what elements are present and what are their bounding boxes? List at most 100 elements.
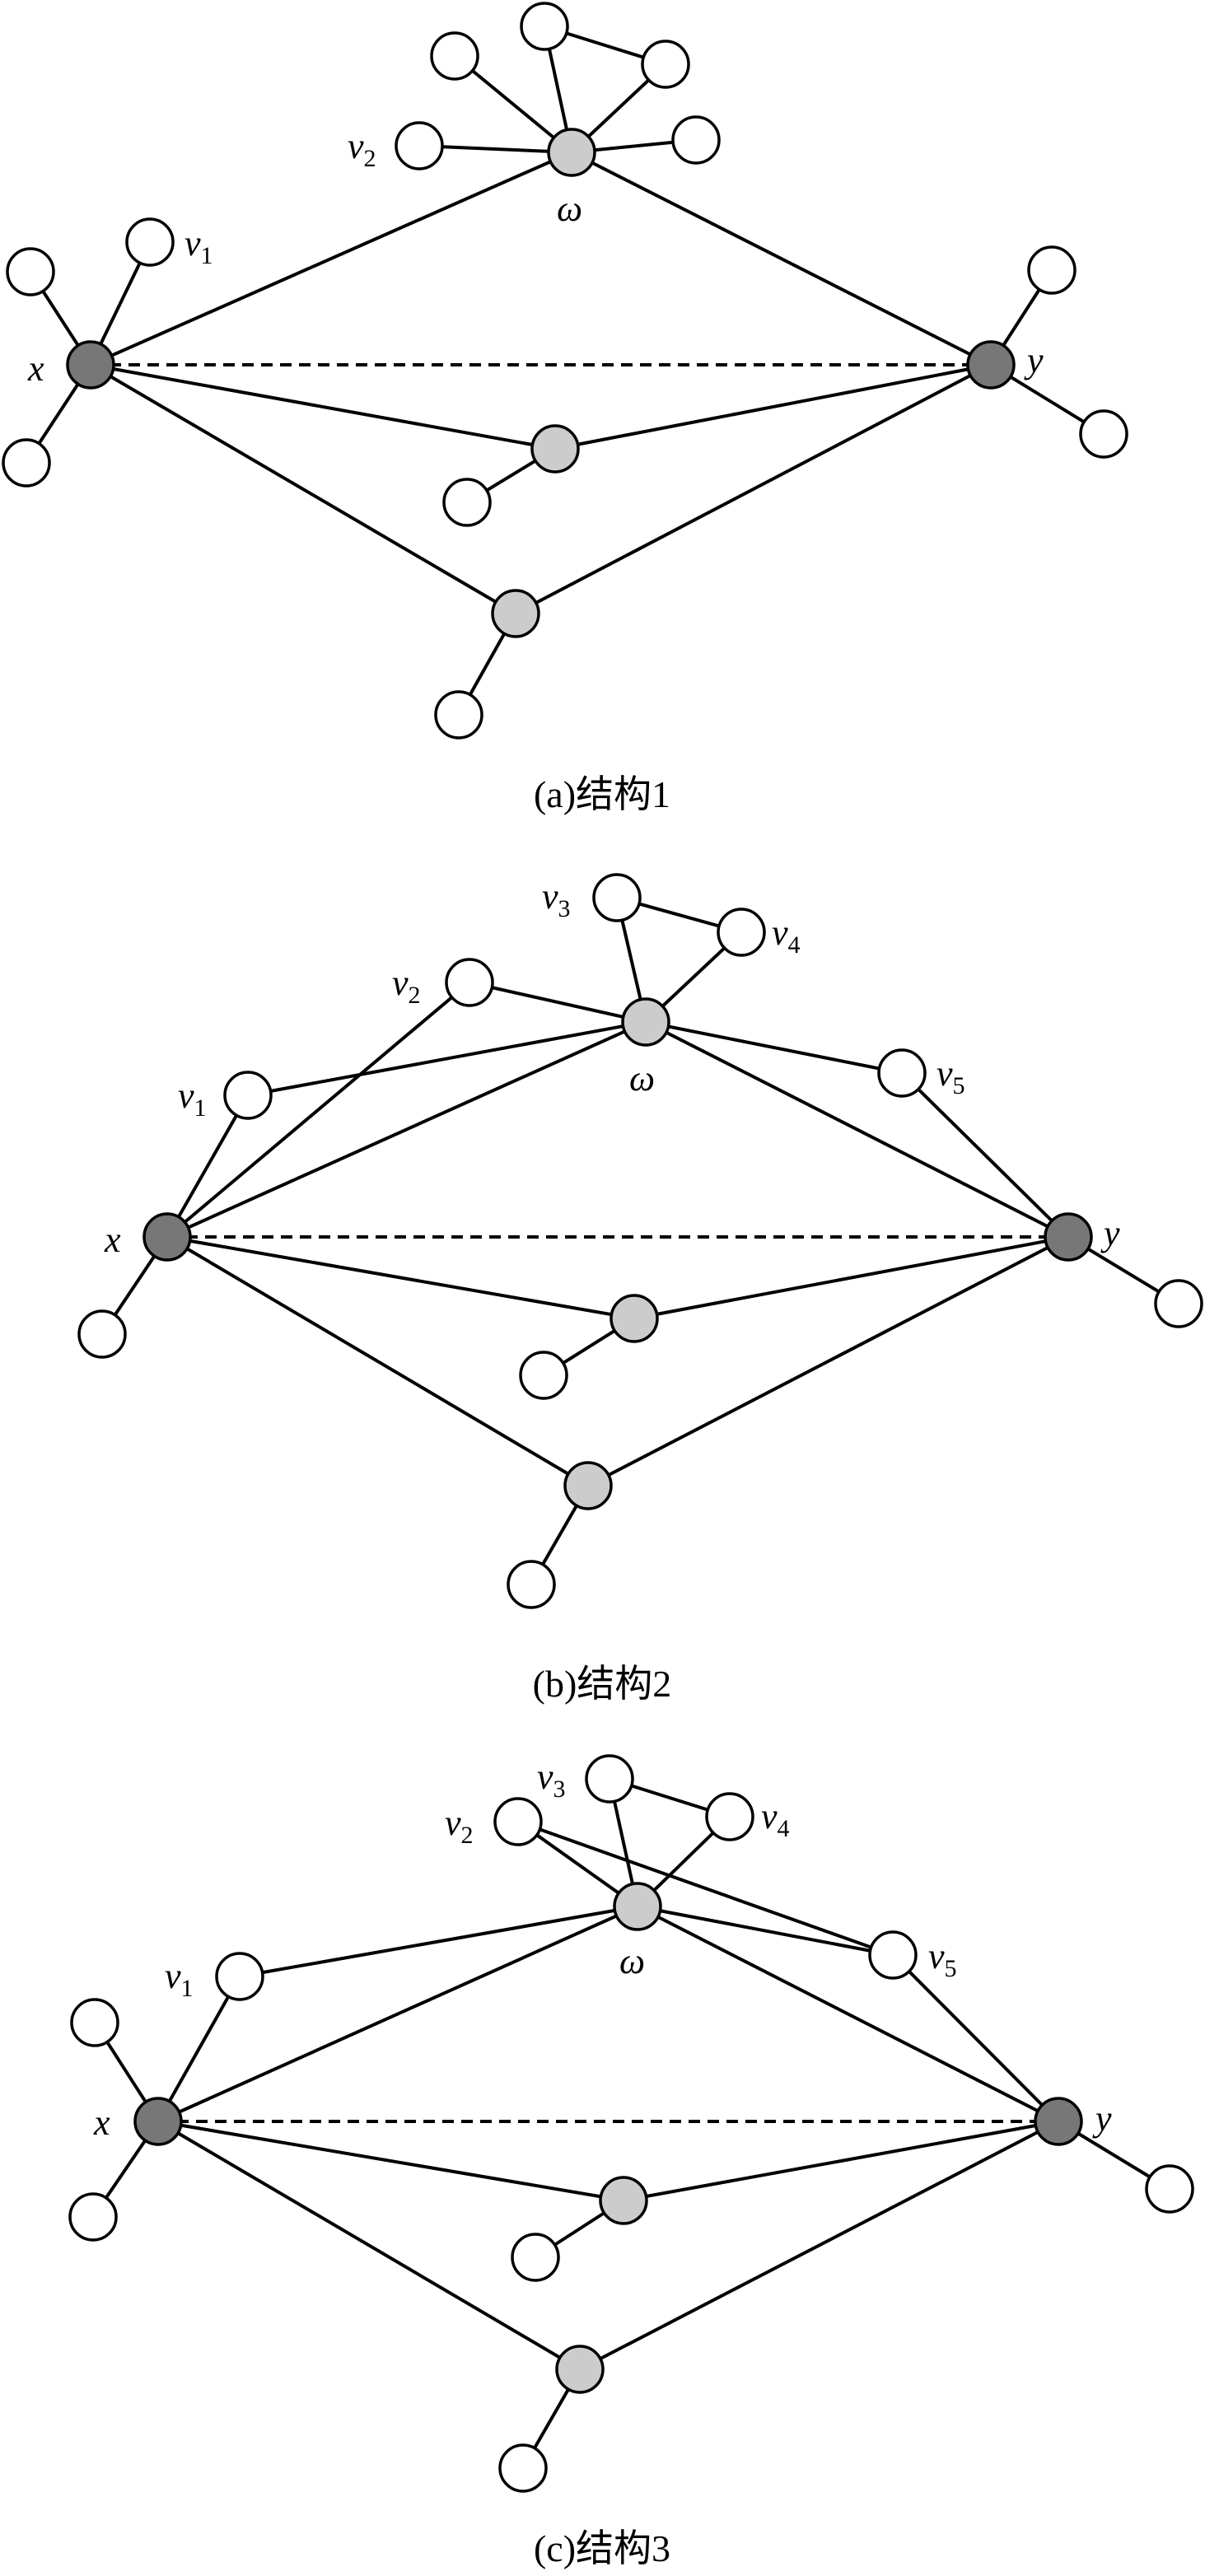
label-v5-base: v	[936, 1053, 953, 1094]
node-omega-leaf2	[520, 2, 569, 51]
node-x-leaf-bottom	[2, 438, 51, 488]
label-v2-base: v	[348, 126, 364, 166]
label-v3-sub: 3	[558, 895, 571, 922]
label-v4-sub: 4	[788, 931, 801, 959]
edge-x-omega	[166, 1020, 647, 1239]
node-v1	[215, 1952, 264, 2001]
label-omega: ω	[619, 1941, 645, 1981]
node-v5	[868, 1930, 918, 1980]
node-y-leaf-top	[1027, 245, 1077, 295]
edge-x-mid1	[90, 363, 556, 450]
node-x	[142, 1212, 192, 1262]
node-mid1	[610, 1294, 659, 1343]
caption-structure-1: (a)结构1	[534, 773, 670, 815]
label-v1-base: v	[165, 1956, 181, 1996]
node-mid2	[491, 589, 540, 638]
edge-omega-leaf1	[453, 54, 573, 154]
caption-structure-3: (c)结构3	[534, 2527, 670, 2569]
label-v1-base: v	[184, 223, 201, 264]
label-v4-base: v	[772, 912, 788, 953]
node-v4	[705, 1792, 754, 1841]
node-y	[1044, 1212, 1093, 1262]
node-v2	[395, 121, 444, 170]
label-v2: v2	[348, 126, 376, 172]
node-v3	[592, 873, 642, 922]
node-v1	[125, 217, 175, 267]
node-labels: x y ω v1 v2 v3 v4 v5	[104, 876, 1120, 1260]
edge-x-mid1	[166, 1235, 635, 1320]
node-omega	[613, 1882, 662, 1931]
label-v4-base: v	[761, 1796, 778, 1836]
edge-mid1-y	[554, 363, 992, 450]
node-mid1-leaf	[519, 1351, 568, 1400]
label-v2: v2	[445, 1803, 474, 1849]
label-v1: v1	[184, 223, 213, 269]
label-v5: v5	[928, 1936, 957, 1982]
node-v3	[585, 1754, 634, 1804]
label-y: y	[1024, 340, 1044, 380]
node-mid2	[555, 2345, 605, 2394]
node-x-leaf-top	[6, 247, 55, 296]
node-labels: x y ω v1 v2 v3 v4 v5	[93, 1757, 1112, 2143]
label-v5-base: v	[928, 1936, 945, 1976]
node-y-leaf-bottom	[1079, 409, 1128, 459]
label-v2-sub: 2	[409, 982, 421, 1009]
node-v1	[223, 1071, 273, 1120]
nodes	[68, 1754, 1194, 2493]
edge-x-omega	[157, 1905, 638, 2123]
label-v3-base: v	[537, 1757, 553, 1797]
structure-3: x y ω v1 v2 v3 v4 v5 (c)结构3	[68, 1754, 1194, 2569]
label-v1-sub: 1	[181, 1975, 194, 2002]
node-mid2	[563, 1461, 613, 1510]
node-omega-leaf4	[671, 115, 721, 165]
label-v3: v3	[537, 1757, 566, 1803]
label-v1-sub: 1	[194, 1094, 207, 1122]
node-x-leaf-top	[70, 1998, 119, 2047]
structure-2: x y ω v1 v2 v3 v4 v5 (b)结构2	[77, 873, 1203, 1705]
edge-x-omega	[90, 151, 572, 366]
structure-1: x y ω v1 v2 (a)结构1	[2, 2, 1128, 815]
label-v5-sub: 5	[945, 1955, 957, 1982]
node-x	[133, 2097, 183, 2146]
label-x: x	[104, 1220, 121, 1260]
edge-x-mid2	[156, 2120, 581, 2371]
node-mid1	[599, 2176, 648, 2225]
edge-x-v1	[166, 1094, 250, 1238]
edge-omega-y	[637, 1905, 1059, 2123]
label-v1: v1	[165, 1956, 194, 2002]
label-v2-sub: 2	[461, 1822, 474, 1849]
edge-omega-y	[645, 1020, 1069, 1239]
label-v1-sub: 1	[201, 242, 213, 269]
node-omega-leaf1	[430, 31, 479, 81]
label-v5-sub: 5	[953, 1072, 965, 1099]
node-v2	[493, 1797, 543, 1846]
label-v4: v4	[772, 912, 801, 959]
node-y-leaf	[1154, 1279, 1203, 1328]
label-v1: v1	[178, 1076, 207, 1122]
label-v2-base: v	[445, 1803, 461, 1843]
label-v3: v3	[542, 876, 571, 922]
label-omega: ω	[557, 189, 582, 229]
label-x: x	[93, 2102, 110, 2143]
node-mid2-leaf	[434, 690, 483, 740]
caption-structure-2: (b)结构2	[533, 1663, 672, 1705]
node-mid1-leaf	[511, 2233, 560, 2282]
edge-x-mid2	[166, 1235, 590, 1487]
edge-x-v1	[156, 1976, 241, 2122]
label-y: y	[1100, 1213, 1120, 1253]
label-v3-sub: 3	[553, 1776, 566, 1803]
node-v4	[717, 908, 766, 957]
label-v2-sub: 2	[364, 145, 376, 172]
edge-v2-omega	[469, 981, 647, 1024]
node-labels: x y ω v1 v2	[27, 126, 1044, 389]
edge-v1-omega	[239, 1905, 638, 1978]
node-y	[1034, 2097, 1083, 2146]
edge-omega-y	[571, 151, 992, 366]
edge-omega-v5	[645, 1020, 903, 1075]
edge-mid1-y	[633, 1235, 1069, 1320]
label-v2-base: v	[392, 963, 409, 1003]
node-y	[966, 340, 1016, 390]
edge-x-v2	[166, 981, 471, 1239]
label-v3-base: v	[542, 876, 558, 917]
